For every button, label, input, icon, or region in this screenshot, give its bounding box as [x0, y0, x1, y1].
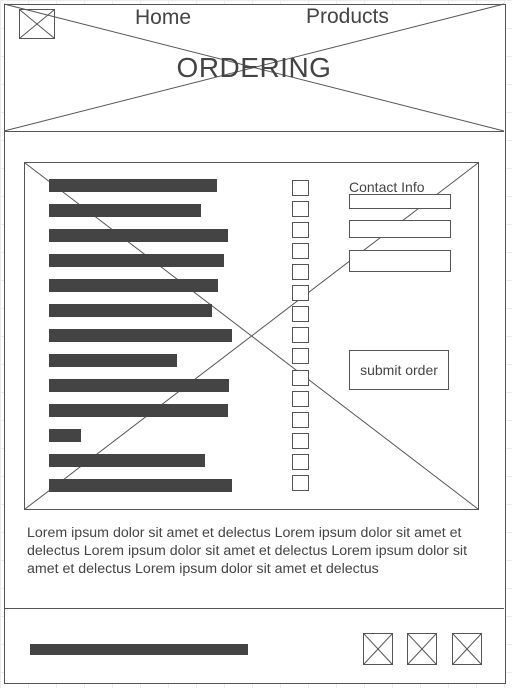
page-title: ORDERING: [176, 52, 332, 83]
product-line-bar: [49, 354, 177, 367]
contact-phone-field[interactable]: [349, 250, 451, 272]
contact-info-label: Contact Info: [349, 179, 425, 195]
page-frame: [4, 4, 506, 684]
product-line-bar: [49, 279, 218, 292]
footer-text-bar: [30, 644, 248, 655]
product-line-bar: [49, 429, 81, 442]
product-checkbox[interactable]: [292, 412, 309, 428]
nav-products-link[interactable]: Products: [306, 5, 389, 28]
product-checkbox[interactable]: [292, 180, 309, 196]
submit-order-button[interactable]: submit order: [349, 350, 449, 390]
product-checkbox[interactable]: [292, 201, 309, 217]
product-checkbox[interactable]: [292, 433, 309, 449]
product-line-bar: [49, 479, 232, 492]
product-checkbox[interactable]: [292, 306, 309, 322]
product-checkbox[interactable]: [292, 475, 309, 491]
header-image-placeholder: [3, 3, 505, 132]
social-icon[interactable]: [407, 633, 437, 665]
nav-home-link[interactable]: Home: [135, 6, 192, 29]
product-checkbox[interactable]: [292, 222, 309, 238]
contact-name-field[interactable]: [349, 194, 451, 209]
logo-icon[interactable]: [19, 9, 55, 39]
header: [3, 3, 505, 132]
product-checkbox[interactable]: [292, 454, 309, 470]
product-checkbox[interactable]: [292, 370, 309, 386]
description-text: Lorem ipsum dolor sit amet et delectus L…: [27, 525, 468, 577]
product-checkbox[interactable]: [292, 243, 309, 259]
product-checkbox[interactable]: [292, 264, 309, 280]
product-line-bar: [49, 204, 201, 217]
product-line-bar: [49, 404, 228, 417]
product-line-bar: [49, 254, 224, 267]
product-checkbox[interactable]: [292, 285, 309, 301]
product-checkbox[interactable]: [292, 327, 309, 343]
product-checkbox[interactable]: [292, 391, 309, 407]
order-panel: Contact Info submit order: [24, 162, 479, 510]
social-icon[interactable]: [452, 633, 482, 665]
product-line-bar: [49, 329, 232, 342]
product-line-bar: [49, 379, 229, 392]
product-line-bar: [49, 229, 228, 242]
product-checkbox[interactable]: [292, 348, 309, 364]
product-line-bar: [49, 454, 205, 467]
product-line-bar: [49, 179, 217, 192]
footer: [4, 608, 504, 683]
product-line-bar: [49, 304, 212, 317]
contact-email-field[interactable]: [349, 220, 451, 238]
social-icon[interactable]: [363, 633, 393, 665]
